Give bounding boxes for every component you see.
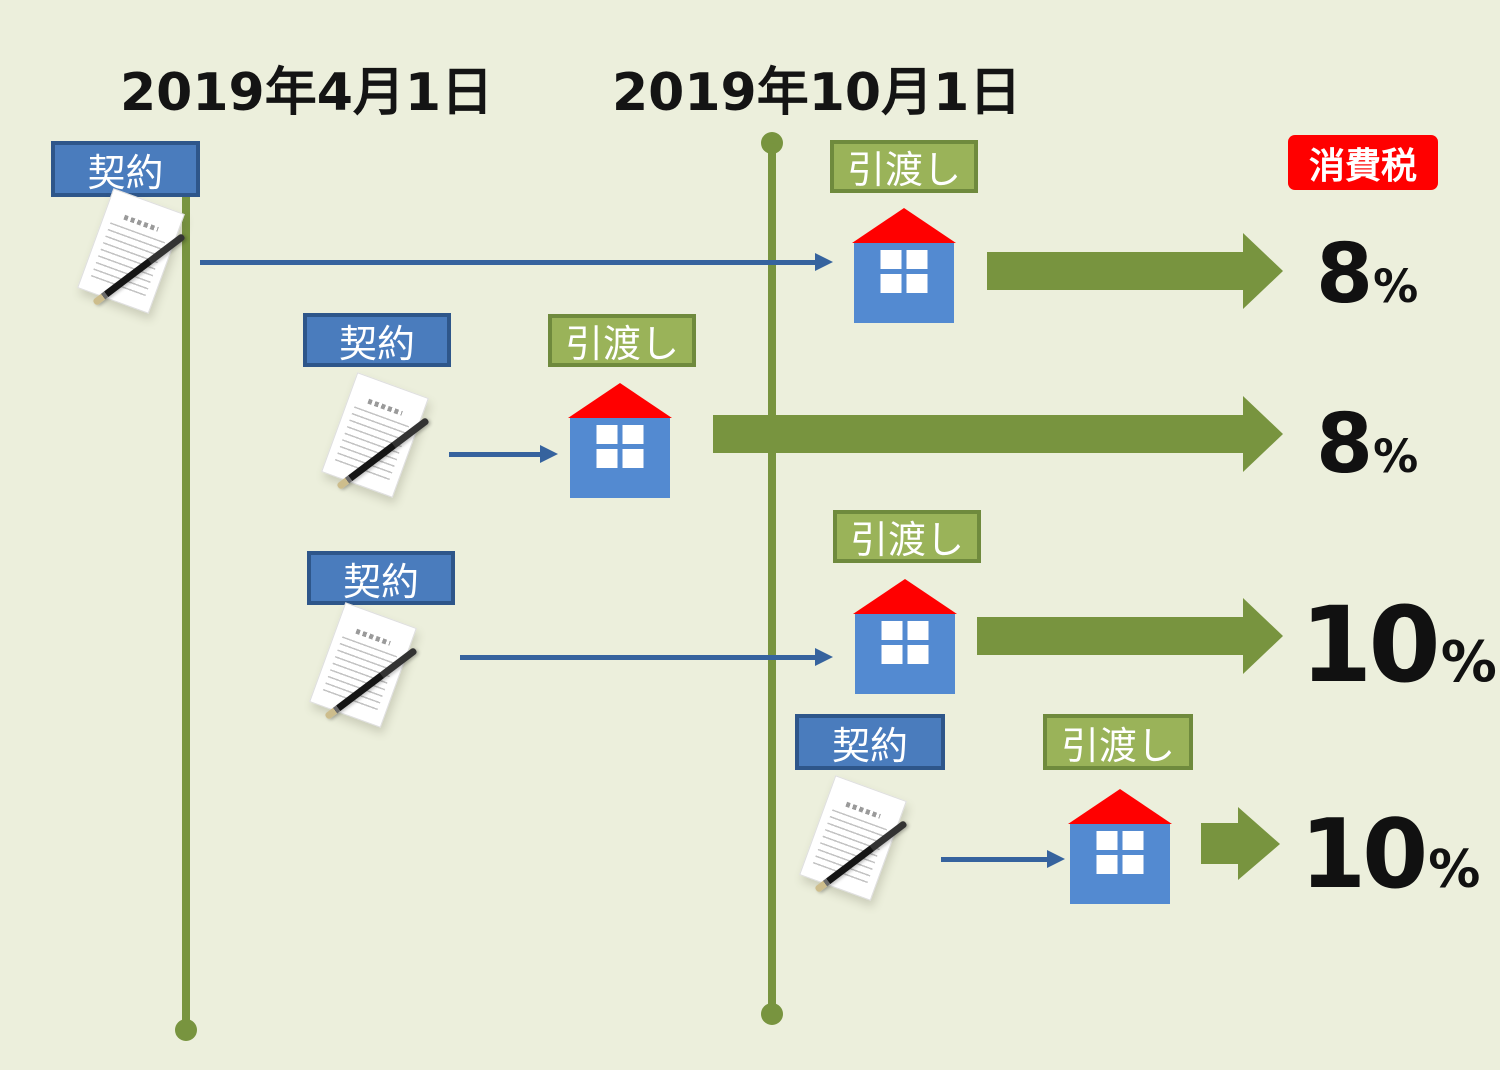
arrow-shaft <box>460 654 815 660</box>
arrow-head <box>1047 850 1065 868</box>
arrow-head <box>540 445 558 463</box>
arrow-head <box>815 648 833 666</box>
arrow-shaft <box>941 856 1047 862</box>
row3-handover-label: 引渡し <box>833 510 981 563</box>
row2-contract-label: 契約 <box>303 313 451 367</box>
house-windows <box>596 425 644 468</box>
window-pane <box>880 274 902 293</box>
row1-handover-label: 引渡し <box>830 140 978 193</box>
house-windows <box>1096 831 1144 874</box>
date-october-title: 2019年10月1日 <box>612 63 1022 123</box>
row1-contract-label: 契約 <box>51 141 200 197</box>
timeline-april-bottom-dot <box>175 1019 197 1041</box>
window-pane <box>907 645 929 664</box>
row1-house-icon <box>852 208 956 323</box>
row4-result-arrow <box>1201 807 1280 880</box>
row2-contract-document-icon <box>321 372 437 518</box>
window-pane <box>880 250 902 269</box>
row1-result-arrow <box>987 233 1283 309</box>
row4-tax-rate: 10 % <box>1300 808 1480 903</box>
house-body <box>570 418 670 498</box>
timeline-october-bottom-dot <box>761 1003 783 1025</box>
rate-percent-sign: % <box>1373 260 1419 313</box>
rate-percent-sign: % <box>1428 840 1481 900</box>
window-pane <box>596 425 618 444</box>
arrow-shaft <box>713 415 1243 453</box>
window-pane <box>622 449 644 468</box>
row3-contract-label: 契約 <box>307 551 455 605</box>
house-roof <box>1068 789 1172 824</box>
arrow-head <box>1243 233 1283 309</box>
rate-number: 10 <box>1300 800 1428 910</box>
row4-handover-label: 引渡し <box>1043 714 1193 770</box>
row2-result-arrow <box>713 396 1283 472</box>
arrow-shaft <box>977 617 1243 655</box>
house-body <box>855 614 955 694</box>
row2-connector-arrow <box>449 445 558 463</box>
window-pane <box>881 645 903 664</box>
arrow-head <box>1243 396 1283 472</box>
row3-contract-document-icon <box>309 602 425 748</box>
window-pane <box>622 425 644 444</box>
window-pane <box>907 621 929 640</box>
house-roof <box>568 383 672 418</box>
window-pane <box>881 621 903 640</box>
window-pane <box>1096 855 1118 874</box>
row3-house-icon <box>853 579 957 694</box>
timeline-october-line <box>768 143 776 1014</box>
row2-house-icon <box>568 383 672 498</box>
row1-connector-arrow <box>200 253 833 271</box>
row2-tax-rate: 8 % <box>1316 404 1418 486</box>
window-pane <box>906 250 928 269</box>
arrow-head <box>1243 598 1283 674</box>
window-pane <box>596 449 618 468</box>
row3-tax-rate: 10 % <box>1300 593 1497 697</box>
timeline-april-line <box>182 160 190 1030</box>
house-body <box>1070 824 1170 904</box>
house-windows <box>880 250 928 293</box>
row4-connector-arrow <box>941 850 1065 868</box>
row3-result-arrow <box>977 598 1283 674</box>
window-pane <box>1096 831 1118 850</box>
rate-number: 8 <box>1316 227 1373 322</box>
arrow-head <box>1238 807 1280 880</box>
window-pane <box>1122 855 1144 874</box>
arrow-shaft <box>200 259 815 265</box>
consumption-tax-badge: 消費税 <box>1288 135 1438 190</box>
house-body <box>854 243 954 323</box>
row2-handover-label: 引渡し <box>548 314 696 367</box>
date-april-title: 2019年4月1日 <box>120 63 494 123</box>
row1-contract-document-icon <box>77 188 193 334</box>
row4-house-icon <box>1068 789 1172 904</box>
row1-tax-rate: 8 % <box>1316 234 1418 316</box>
house-windows <box>881 621 929 664</box>
rate-percent-sign: % <box>1440 630 1497 695</box>
house-roof <box>852 208 956 243</box>
row3-connector-arrow <box>460 648 833 666</box>
house-roof <box>853 579 957 614</box>
window-pane <box>1122 831 1144 850</box>
row4-contract-document-icon <box>799 775 915 921</box>
rate-number: 8 <box>1316 397 1373 492</box>
rate-number: 10 <box>1300 584 1441 706</box>
row4-contract-label: 契約 <box>795 714 945 770</box>
arrow-head <box>815 253 833 271</box>
arrow-shaft <box>449 451 540 457</box>
rate-percent-sign: % <box>1373 430 1419 483</box>
arrow-shaft <box>987 252 1243 290</box>
window-pane <box>906 274 928 293</box>
arrow-shaft <box>1201 823 1238 864</box>
